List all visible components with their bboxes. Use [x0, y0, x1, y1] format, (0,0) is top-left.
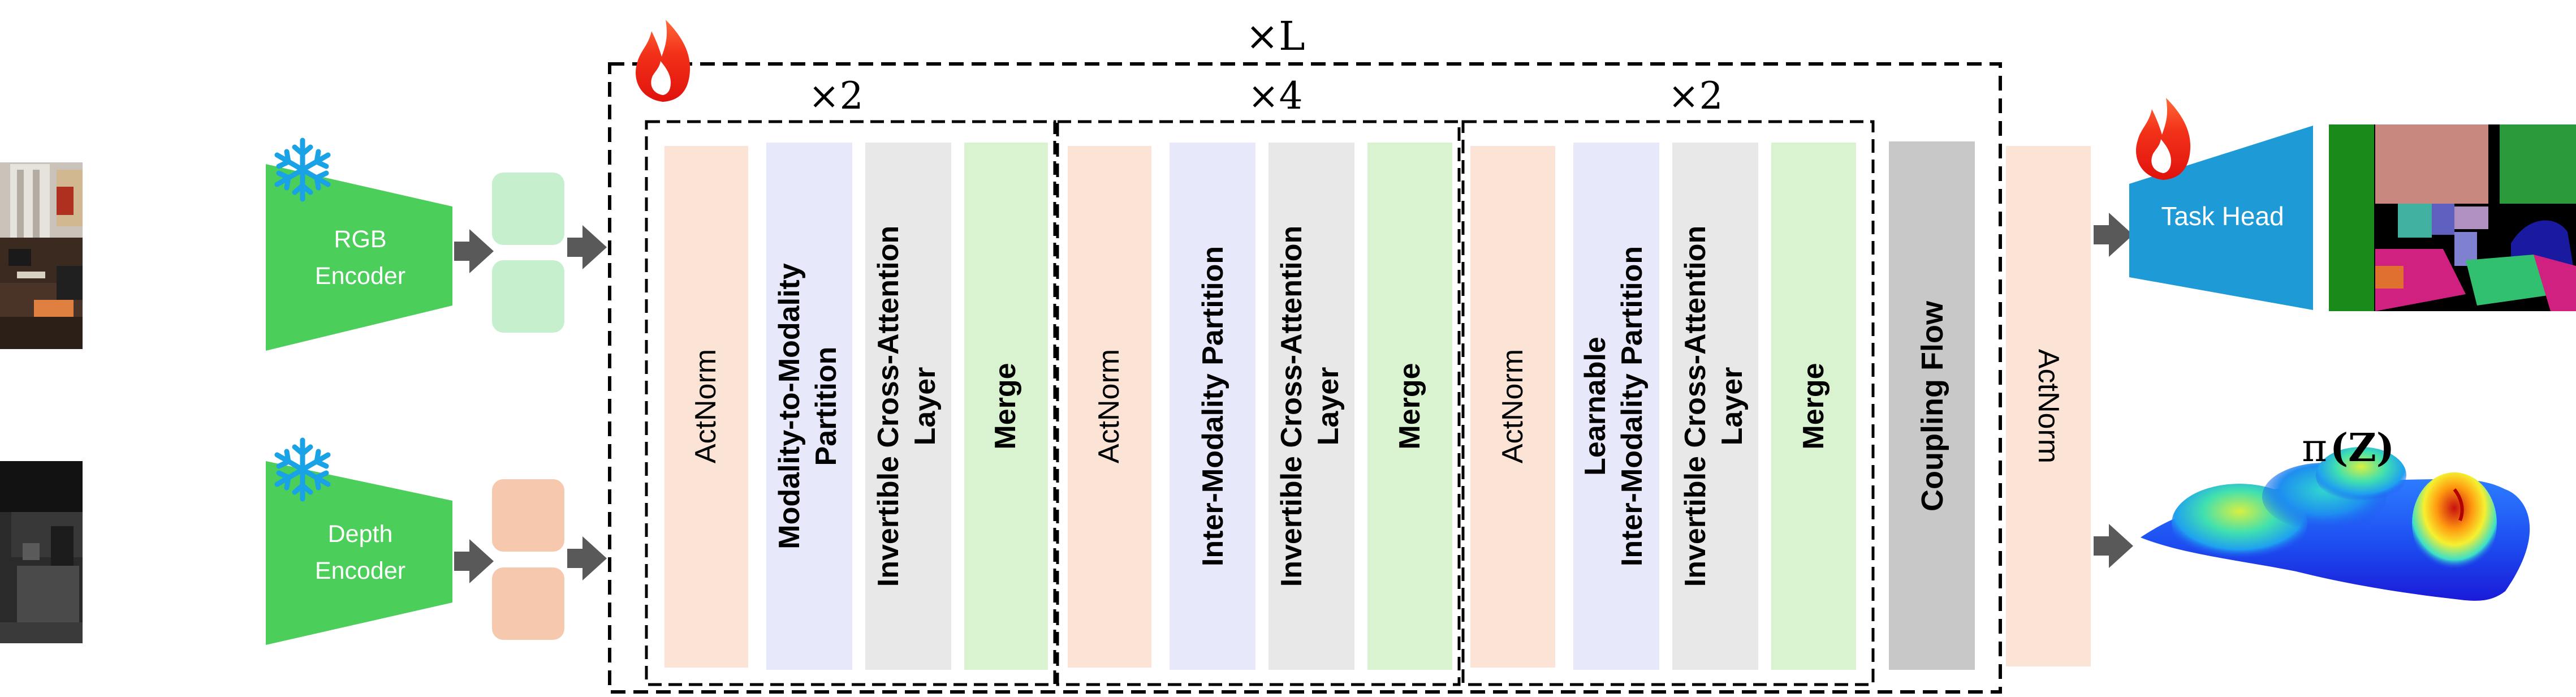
- snowflake-icon: [274, 437, 331, 502]
- stage1-attention-label-line1: Invertible Cross-Attention: [872, 226, 905, 587]
- stage1-merge: [964, 143, 1048, 670]
- arrow-rgb-into-flow: [567, 225, 607, 269]
- stage1-cross-attention: [865, 143, 951, 670]
- stage3-attention-label-line2: Layer: [1716, 367, 1749, 446]
- rgb-encoder: RGB Encoder: [266, 164, 452, 351]
- segmentation-output-image: [2329, 124, 2576, 311]
- final-actnorm-block: [2006, 146, 2091, 666]
- stage1-partition: [766, 143, 852, 670]
- stage1-repeat-label: ×2: [808, 74, 863, 118]
- rgb-token-2: [492, 260, 564, 333]
- stage3-merge: [1771, 143, 1856, 670]
- arrow-depth-to-tokens: [454, 539, 494, 583]
- depth-token-1: [492, 479, 564, 552]
- stage1-partition-label-line1: Modality-to-Modality: [773, 263, 806, 549]
- snowflake-icon: [274, 137, 331, 202]
- stage2-repeat-label: ×4: [1248, 74, 1302, 118]
- stage1-partition-label-line2: Partition: [810, 347, 843, 466]
- depth-token-2: [492, 567, 564, 640]
- depth-encoder-label-line2: Encoder: [315, 557, 405, 584]
- stage1-actnorm: [665, 146, 748, 668]
- arrow-to-task-head: [2094, 213, 2133, 257]
- final-actnorm-label: ActNorm: [2032, 349, 2065, 463]
- stage3-partition: [1573, 143, 1659, 670]
- stage2-cross-attention: [1268, 143, 1354, 670]
- stage2-actnorm-label: ActNorm: [1093, 349, 1125, 463]
- stage2-merge: [1367, 143, 1452, 670]
- flame-icon: [2136, 98, 2191, 180]
- rgb-encoder-label-line2: Encoder: [315, 263, 405, 290]
- stage3-block: [1461, 120, 1875, 686]
- stage1-attention-label-line2: Layer: [909, 367, 942, 446]
- flame-icon: [636, 20, 691, 102]
- stage3-repeat-label: ×2: [1668, 74, 1723, 118]
- stage2-merge-label: Merge: [1393, 363, 1426, 449]
- density-surface-plot: [2141, 447, 2530, 601]
- stage2-partition: [1170, 143, 1255, 670]
- stage2-attention-label-line2: Layer: [1312, 367, 1345, 446]
- stage1-block: [645, 120, 1056, 686]
- rgb-token-1: [492, 173, 564, 245]
- arrow-rgb-to-tokens: [454, 229, 494, 273]
- depth-encoder: Depth Encoder: [266, 461, 452, 645]
- depth-input-image: [0, 461, 83, 643]
- density-label-pi: π: [2302, 426, 2327, 471]
- stage2-attention-label-line1: Invertible Cross-Attention: [1275, 226, 1308, 587]
- rgb-encoder-label-line1: RGB: [334, 226, 386, 253]
- coupling-flow-block: [1889, 141, 1975, 670]
- coupling-flow-label: Coupling Flow: [1915, 300, 1949, 511]
- stage3-partition-label-line1: Learnable: [1579, 337, 1612, 476]
- stage3-attention-label-line1: Invertible Cross-Attention: [1679, 226, 1712, 587]
- density-label-z: (Z): [2330, 425, 2394, 471]
- stage3-cross-attention: [1672, 143, 1758, 670]
- outer-repeat-block: [608, 62, 2002, 694]
- stage3-merge-label: Merge: [1797, 363, 1830, 449]
- stage2-actnorm: [1068, 146, 1151, 668]
- stage2-partition-label: Inter-Modality Partition: [1197, 246, 1229, 566]
- stage3-actnorm-label: ActNorm: [1496, 349, 1529, 463]
- stage3-partition-label-line2: Inter-Modality Partition: [1616, 246, 1649, 566]
- arrow-to-density: [2094, 524, 2133, 568]
- task-head-label: Task Head: [2161, 201, 2284, 231]
- stage2-block: [1056, 120, 1461, 686]
- stage3-actnorm: [1470, 146, 1555, 668]
- outer-repeat-label: ×L: [1245, 13, 1305, 59]
- arrow-depth-into-flow: [567, 536, 607, 580]
- stage1-merge-label: Merge: [989, 363, 1022, 449]
- stage1-actnorm-label: ActNorm: [689, 349, 722, 463]
- rgb-input-image: [0, 162, 83, 349]
- depth-encoder-label-line1: Depth: [328, 520, 393, 548]
